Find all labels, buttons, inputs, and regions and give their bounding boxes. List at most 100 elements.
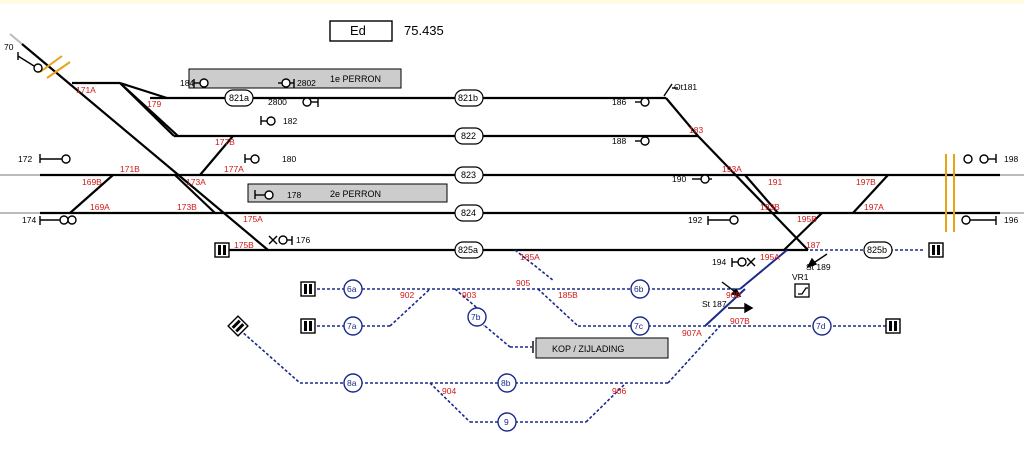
switch-175A: 175A bbox=[243, 214, 263, 224]
signal-198: 198 bbox=[1004, 154, 1018, 164]
approach-lines bbox=[0, 33, 1024, 214]
track-821b: 821b bbox=[458, 93, 478, 103]
signal-174: 174 bbox=[22, 215, 36, 225]
switch-908: 908 bbox=[726, 290, 740, 300]
signal-icon bbox=[302, 97, 319, 107]
loading-platform: KOP / ZIJLADING bbox=[532, 337, 669, 359]
switch-903: 903 bbox=[462, 290, 476, 300]
track-823: 823 bbox=[461, 170, 476, 180]
direction-arrows bbox=[721, 253, 828, 314]
signal-icon bbox=[692, 174, 712, 184]
signal-icon bbox=[260, 116, 276, 126]
signal-2802: 2802 bbox=[297, 78, 316, 88]
signal-icon bbox=[635, 136, 650, 146]
st-189-label: St 189 bbox=[806, 262, 831, 272]
km-position: 75.435 bbox=[404, 23, 444, 38]
switch-173A: 173A bbox=[186, 177, 206, 187]
signal-178: 178 bbox=[287, 190, 301, 200]
station-code: Ed bbox=[350, 23, 366, 38]
switch-175B: 175B bbox=[234, 240, 254, 250]
switch-183: 183 bbox=[689, 125, 703, 135]
station-header: Ed 75.435 bbox=[329, 20, 444, 42]
buffer-stop-icon bbox=[300, 318, 316, 334]
signal-182: 182 bbox=[283, 116, 297, 126]
signal-196: 196 bbox=[1004, 215, 1018, 225]
switch-193A: 193A bbox=[722, 164, 742, 174]
signal-symbols bbox=[17, 52, 997, 267]
switch-185A: 185A bbox=[520, 252, 540, 262]
switch-177B: 177B bbox=[215, 137, 235, 147]
signal-icon bbox=[961, 215, 997, 225]
buffer-stop-icon bbox=[227, 315, 249, 337]
yard-8a: 8a bbox=[347, 378, 357, 388]
platform-1: 1e PERRON bbox=[188, 68, 402, 89]
yard-7a: 7a bbox=[347, 321, 357, 331]
signal-icon bbox=[278, 235, 293, 245]
switch-185B: 185B bbox=[558, 290, 578, 300]
yard-8b: 8b bbox=[501, 378, 511, 388]
signal-icon bbox=[17, 52, 43, 73]
signal-icon bbox=[635, 97, 650, 107]
yard-7b: 7b bbox=[471, 312, 481, 322]
signal-2800: 2800 bbox=[268, 97, 287, 107]
signal-186: 186 bbox=[612, 97, 626, 107]
signal-icon bbox=[254, 190, 274, 200]
track-824: 824 bbox=[461, 208, 476, 218]
main-tracks bbox=[21, 43, 1000, 252]
signal-172: 172 bbox=[18, 154, 32, 164]
signal-icon bbox=[963, 154, 997, 164]
vr1-box bbox=[794, 283, 810, 298]
yard-6a: 6a bbox=[347, 284, 357, 294]
signal-180: 180 bbox=[282, 154, 296, 164]
track-diagram: 1e PERRON 2e PERRON KOP / ZIJLADING Ed 7… bbox=[0, 20, 1024, 432]
signal-icon bbox=[663, 83, 678, 97]
switch-197B: 197B bbox=[856, 177, 876, 187]
yard-7d: 7d bbox=[816, 321, 826, 331]
buffer-stops bbox=[214, 242, 944, 337]
platform-2: 2e PERRON bbox=[247, 183, 448, 203]
signal-70: 70 bbox=[4, 42, 14, 52]
yard-7c: 7c bbox=[634, 321, 644, 331]
switch-193B: 193B bbox=[760, 202, 780, 212]
signal-184: 184 bbox=[180, 78, 194, 88]
vr1-label: VR1 bbox=[792, 272, 809, 282]
switch-197A: 197A bbox=[864, 202, 884, 212]
switch-173B: 173B bbox=[177, 202, 197, 212]
track-825a: 825a bbox=[458, 245, 478, 255]
signal-icon bbox=[731, 257, 747, 267]
buffer-stop-icon bbox=[885, 318, 901, 334]
switch-179: 179 bbox=[147, 99, 161, 109]
signal-icon bbox=[193, 78, 209, 88]
switch-169A: 169A bbox=[90, 202, 110, 212]
signal-icon bbox=[244, 154, 260, 164]
yard-track-circles bbox=[343, 279, 832, 432]
switch-171B: 171B bbox=[120, 164, 140, 174]
switch-177A: 177A bbox=[224, 164, 244, 174]
level-crossings bbox=[39, 55, 955, 232]
switch-902: 902 bbox=[400, 290, 414, 300]
signal-icon bbox=[707, 215, 739, 225]
buffer-stop-icon bbox=[928, 242, 944, 258]
switch-905: 905 bbox=[516, 278, 530, 288]
switch-904: 904 bbox=[442, 386, 456, 396]
signal-194: 194 bbox=[712, 257, 726, 267]
signal-ot181: Ot181 bbox=[674, 82, 697, 92]
track-labels bbox=[224, 89, 893, 259]
signal-crosses bbox=[268, 235, 756, 267]
buffer-stop-icon bbox=[300, 281, 316, 297]
diagram-canvas: 1e PERRON 2e PERRON KOP / ZIJLADING Ed 7… bbox=[0, 4, 1024, 449]
signal-icon bbox=[39, 215, 77, 225]
switch-906: 906 bbox=[612, 386, 626, 396]
buffer-stop-icon bbox=[214, 242, 230, 258]
switch-195B: 195B bbox=[797, 214, 817, 224]
track-821a: 821a bbox=[229, 93, 249, 103]
signal-192: 192 bbox=[688, 215, 702, 225]
switch-907A: 907A bbox=[682, 328, 702, 338]
switch-187: 187 bbox=[806, 240, 820, 250]
signal-icon bbox=[278, 78, 295, 88]
signal-188: 188 bbox=[612, 136, 626, 146]
switch-171A: 171A bbox=[76, 85, 96, 95]
yard-9: 9 bbox=[504, 417, 509, 427]
signal-176: 176 bbox=[296, 235, 310, 245]
